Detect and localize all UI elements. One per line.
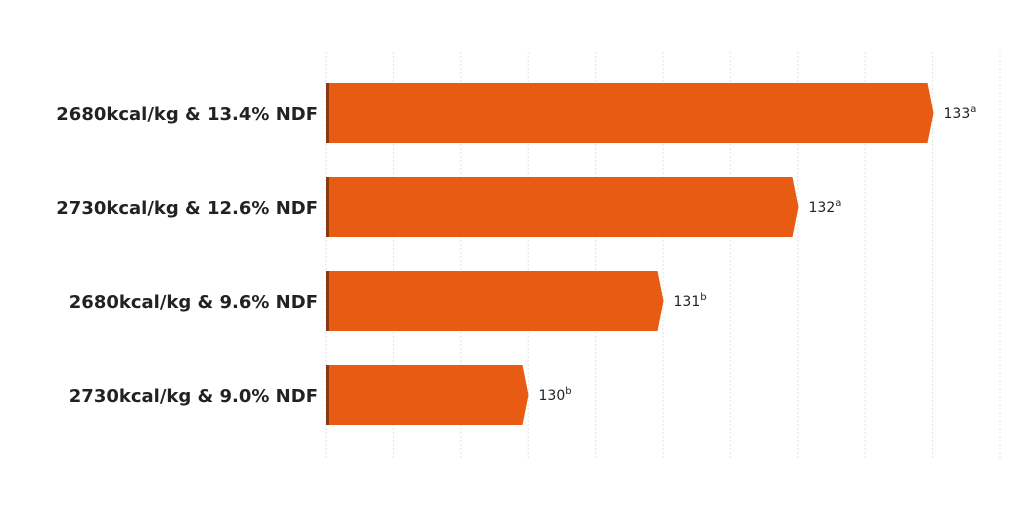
bar-base-edge bbox=[326, 177, 329, 237]
bar bbox=[326, 177, 799, 237]
data-label: 133a bbox=[944, 104, 977, 122]
data-label: 131b bbox=[674, 292, 707, 310]
bars bbox=[326, 83, 934, 425]
bar bbox=[326, 83, 934, 143]
bar bbox=[326, 271, 664, 331]
bar-base-edge bbox=[326, 365, 329, 425]
data-label-value: 130 bbox=[539, 388, 566, 404]
category-label: 2680kcal/kg & 9.6% NDF bbox=[69, 292, 318, 313]
data-label-superscript: b bbox=[700, 292, 706, 303]
bar-base-edge bbox=[326, 271, 329, 331]
data-label-value: 133 bbox=[944, 106, 971, 122]
data-label-value: 132 bbox=[809, 200, 836, 216]
bar bbox=[326, 365, 529, 425]
category-label: 2680kcal/kg & 13.4% NDF bbox=[56, 104, 318, 125]
data-label: 130b bbox=[539, 386, 572, 404]
category-label: 2730kcal/kg & 12.6% NDF bbox=[56, 198, 318, 219]
bar-base-edge bbox=[326, 83, 329, 143]
data-label-superscript: a bbox=[970, 104, 976, 115]
data-label-superscript: b bbox=[565, 386, 571, 397]
category-label: 2730kcal/kg & 9.0% NDF bbox=[69, 386, 318, 407]
data-label: 132a bbox=[809, 198, 842, 216]
data-label-superscript: a bbox=[835, 198, 841, 209]
data-label-value: 131 bbox=[674, 294, 701, 310]
